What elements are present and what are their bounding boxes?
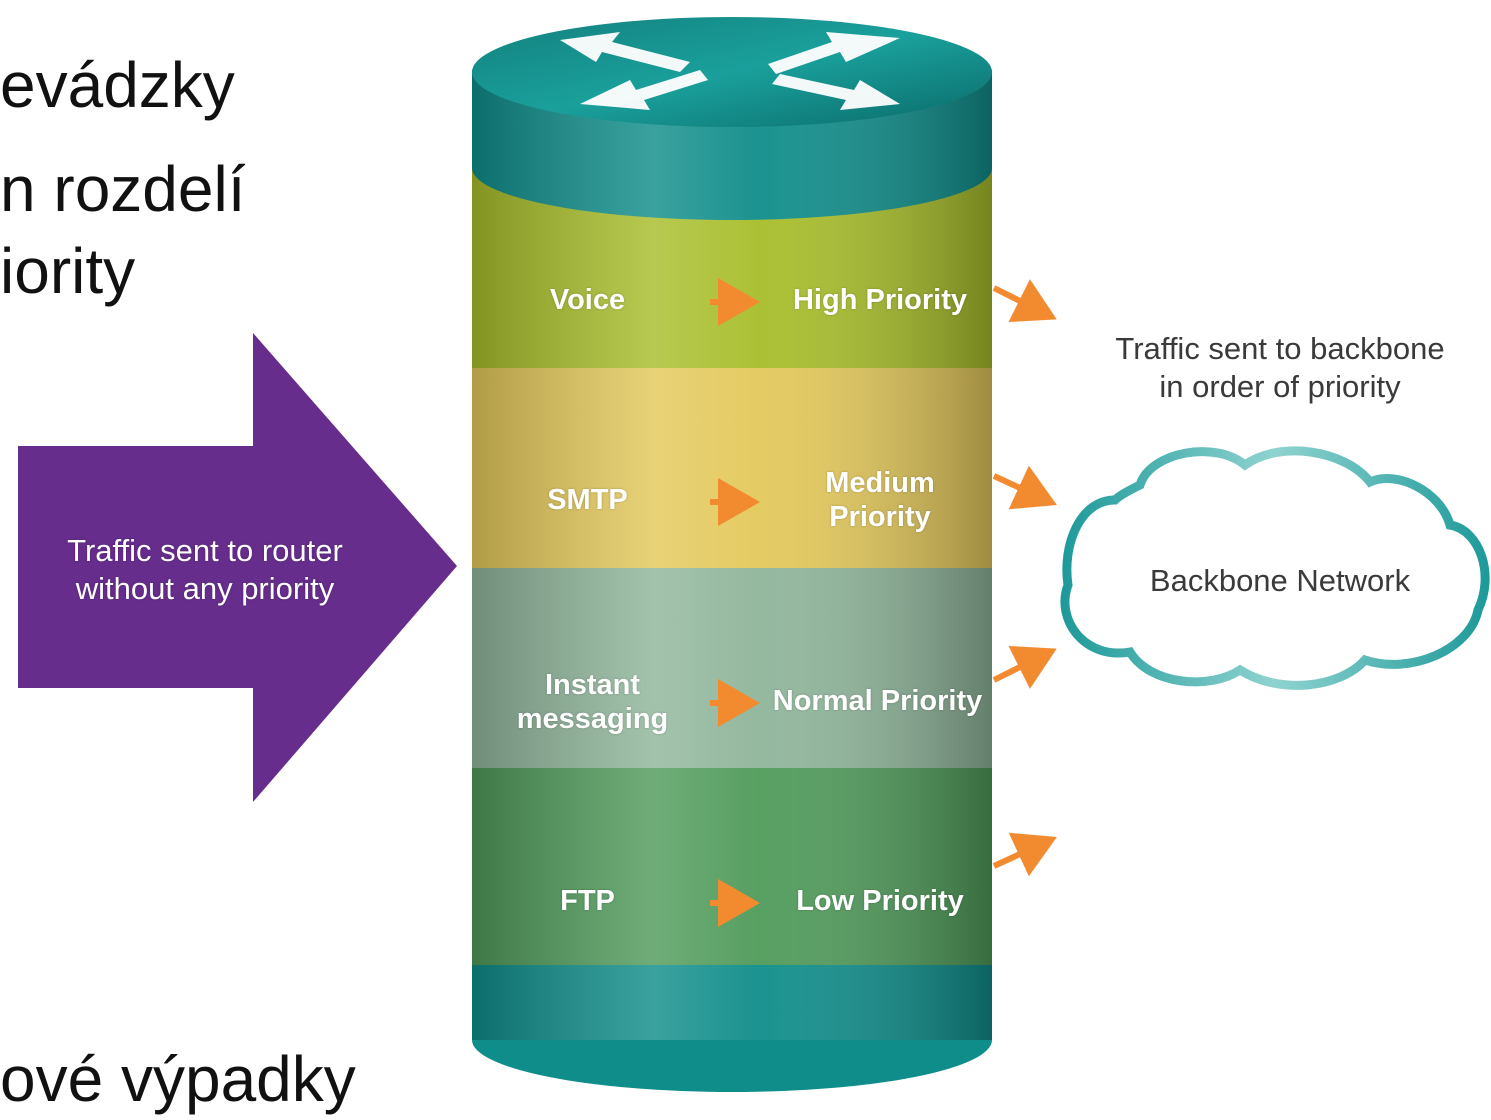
output-note: Traffic sent to backbone in order of pri… — [1080, 330, 1480, 406]
qos-diagram — [18, 17, 1490, 1092]
layer-im-app: Instant messaging — [505, 668, 680, 736]
layer-ftp-app: FTP — [560, 885, 615, 917]
layer-smtp-priority-line-2: Priority — [829, 501, 931, 533]
output-note-line-1: Traffic sent to backbone — [1115, 331, 1445, 366]
router-icon — [560, 32, 900, 110]
input-arrow-label-line-1: Traffic sent to router — [67, 533, 343, 568]
layer-smtp-app: SMTP — [547, 484, 628, 516]
backbone-cloud-label: Backbone Network — [1149, 563, 1411, 598]
router-cylinder — [472, 17, 992, 1092]
output-note-line-2: in order of priority — [1159, 369, 1401, 404]
input-arrow-shape — [18, 333, 457, 802]
layer-voice-priority: High Priority — [792, 284, 967, 316]
input-arrow-label: Traffic sent to router without any prior… — [30, 532, 380, 608]
ftp-output-arrow — [992, 832, 1057, 877]
layer-ftp-priority: Low Priority — [796, 885, 964, 917]
layer-smtp-priority: Medium Priority — [765, 466, 995, 534]
layer-voice-app: Voice — [549, 284, 626, 316]
layer-im-app-line-1: Instant — [544, 669, 641, 701]
layer-smtp-priority-line-1: Medium — [825, 467, 935, 499]
layer-im-priority: Normal Priority — [772, 685, 983, 717]
im-output-arrow — [992, 645, 1057, 689]
router-top-surface — [472, 17, 992, 127]
backbone-cloud-shape — [1060, 446, 1490, 690]
smtp-output-arrow — [992, 465, 1057, 510]
internal-arrows — [710, 278, 760, 927]
layer-im-app-line-2: messaging — [516, 703, 669, 735]
input-arrow-label-line-2: without any priority — [75, 571, 335, 606]
slide-text-line-1: evádzky — [0, 49, 235, 121]
voice-output-arrow — [992, 279, 1057, 323]
slide-text-line-2: n rozdelí — [0, 153, 246, 225]
slide-text-line-3: iority — [0, 235, 136, 307]
output-arrows — [992, 279, 1057, 877]
